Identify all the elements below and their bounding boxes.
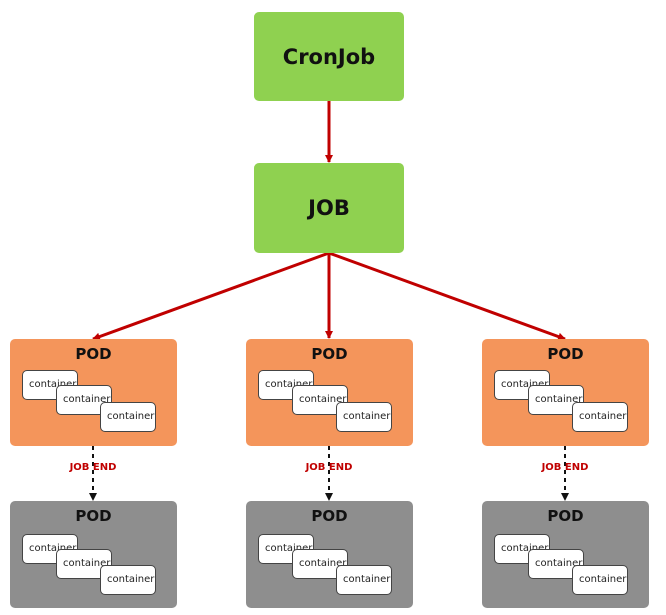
job-end-label: JOB END	[541, 462, 589, 473]
running-pod: POD container container container	[246, 339, 413, 446]
arrow-job-to-pod-1	[92, 251, 330, 341]
job-label: JOB	[308, 196, 350, 220]
container-box: container	[100, 565, 156, 595]
container-box: container	[336, 402, 392, 432]
job-node: JOB	[254, 163, 404, 253]
running-pod: POD container container container	[10, 339, 177, 446]
container-box: container	[56, 549, 112, 579]
job-end-label: JOB END	[305, 462, 353, 473]
pod-title: POD	[75, 507, 112, 525]
arrow-job-to-pod-3	[328, 251, 566, 341]
cronjob-label: CronJob	[282, 44, 376, 69]
ended-pod: POD container container container	[482, 501, 649, 608]
container-box: container	[572, 565, 628, 595]
pod-title: POD	[75, 345, 112, 363]
pod-title: POD	[311, 507, 348, 525]
container-box: container	[336, 565, 392, 595]
ended-pod: POD container container container	[10, 501, 177, 608]
cronjob-node: CronJob	[254, 12, 404, 101]
job-end-label: JOB END	[69, 462, 117, 473]
container-box: container	[100, 402, 156, 432]
running-pod: POD container container container	[482, 339, 649, 446]
container-box: container	[572, 402, 628, 432]
pod-title: POD	[311, 345, 348, 363]
pod-title: POD	[547, 507, 584, 525]
ended-pod: POD container container container	[246, 501, 413, 608]
pod-title: POD	[547, 345, 584, 363]
